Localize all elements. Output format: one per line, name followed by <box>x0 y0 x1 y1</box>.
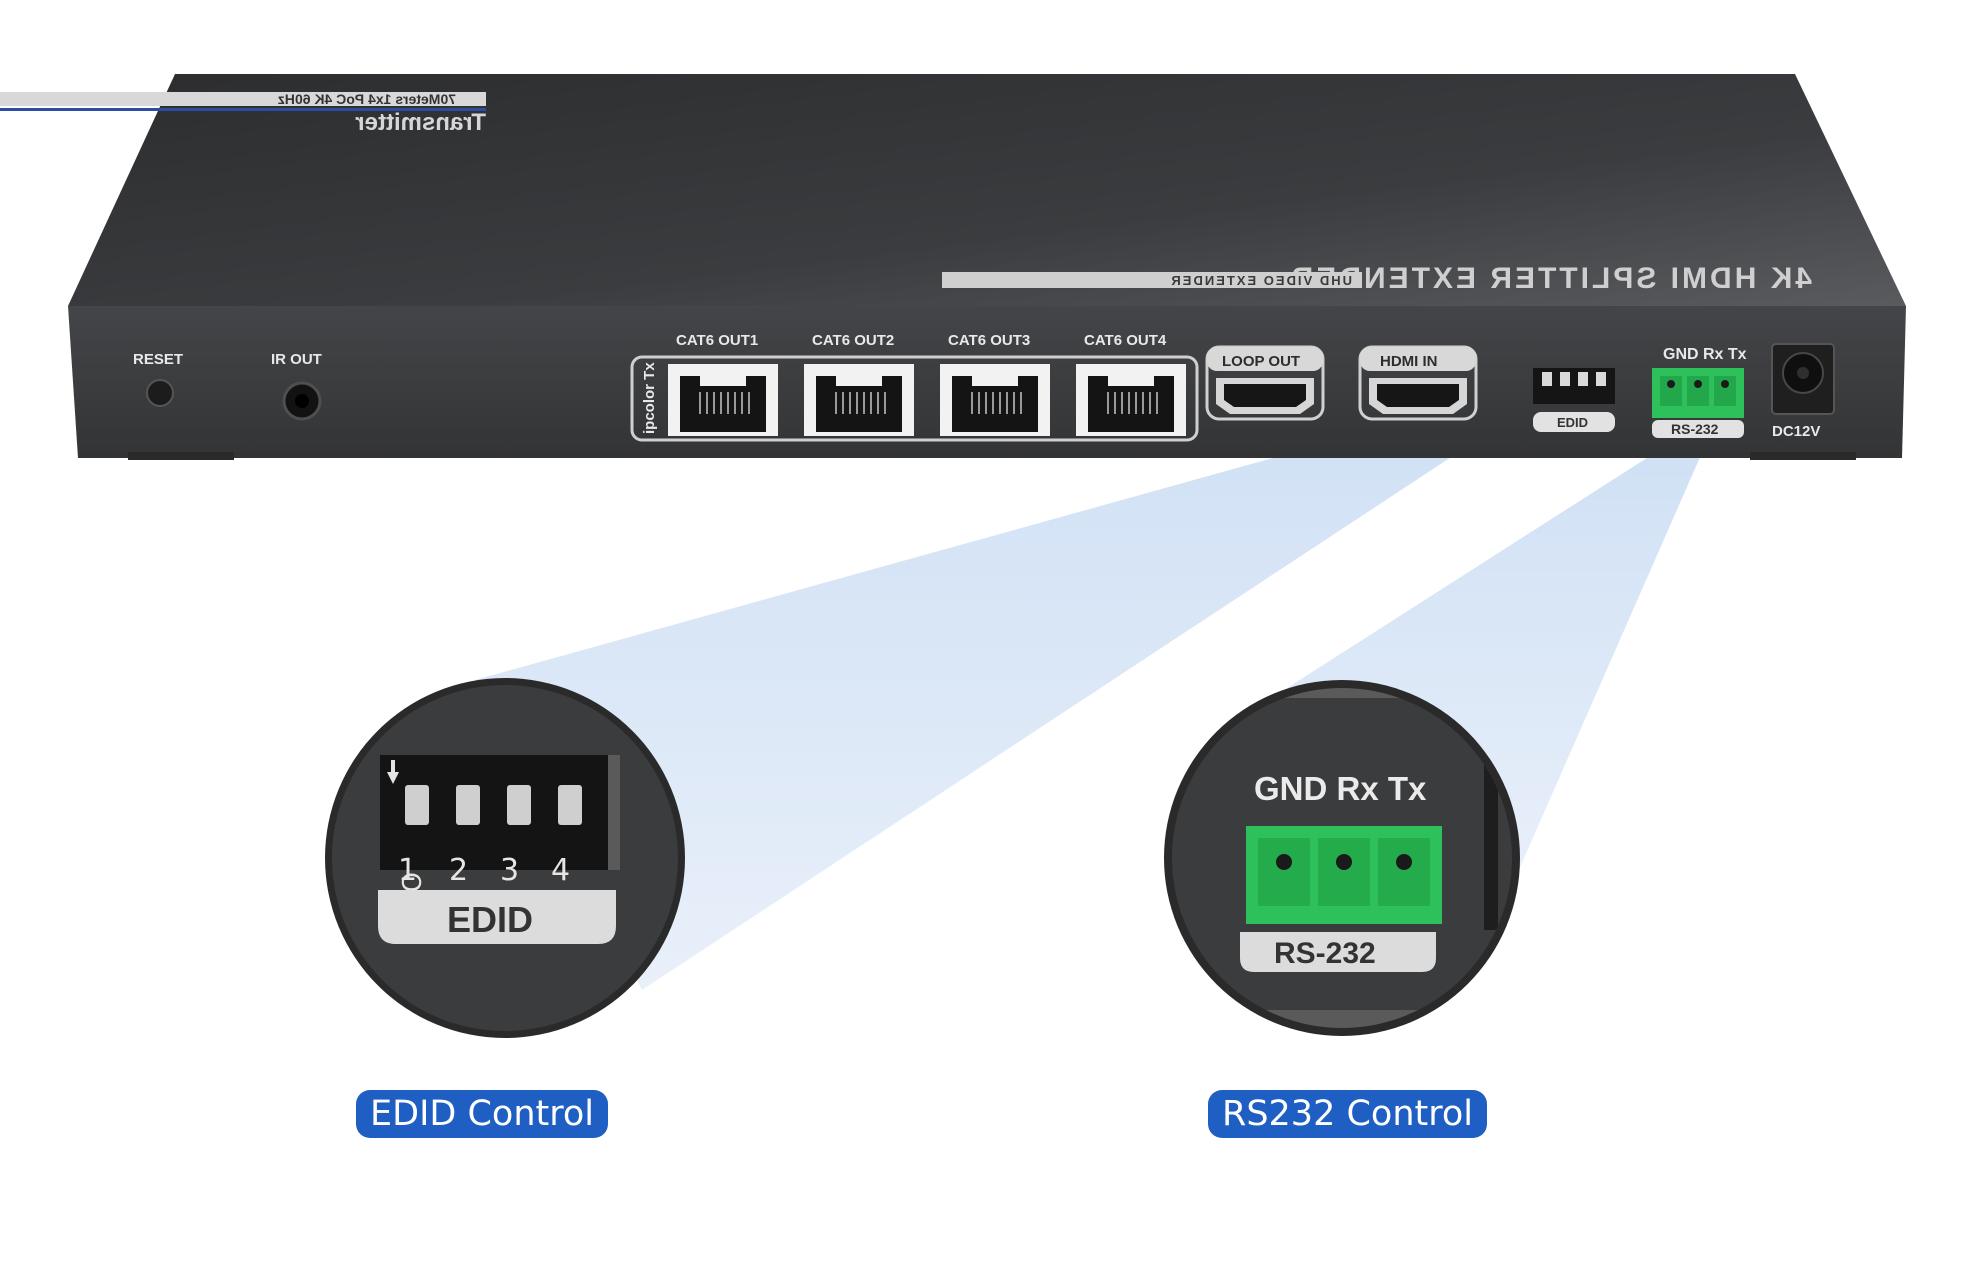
edid-label-small: EDID <box>1557 415 1588 430</box>
front-title-group: 4K HDMI SPLITTER EXTENDER UHD VIDEO EXTE… <box>942 262 1812 295</box>
cat6-out3-label: CAT6 OUT3 <box>948 332 1030 349</box>
edid-control-caption: EDID Control <box>356 1090 608 1138</box>
edid-num-1: 1 <box>398 853 417 888</box>
front-subtitle: UHD VIDEO EXTENDER <box>1169 273 1352 288</box>
edid-switch-1[interactable] <box>405 785 429 825</box>
hdmi-in-label: HDMI IN <box>1380 353 1438 370</box>
gnd-pin-icon <box>1276 854 1292 870</box>
top-label-group: 70Meters 1x4 PoC 4K 60Hz Transmitter <box>0 91 486 136</box>
dc12v-label: DC12V <box>1772 423 1820 440</box>
rs232-zoom-pins-label: GND Rx Tx <box>1254 770 1427 807</box>
rs232-terminal-small[interactable]: GND Rx Tx RS-232 <box>1652 346 1747 438</box>
cat6-out3-port[interactable]: CAT6 OUT3 <box>940 332 1050 436</box>
tx-pin-icon <box>1396 854 1412 870</box>
top-label: Transmitter <box>355 109 486 136</box>
cat6-out1-label: CAT6 OUT1 <box>676 332 758 349</box>
edid-switch-4[interactable] <box>558 785 582 825</box>
ir-out-label: IR OUT <box>271 351 322 368</box>
arrow-down-icon <box>387 772 399 784</box>
cat6-out1-port[interactable]: CAT6 OUT1 <box>668 332 778 436</box>
edid-num-2: 2 <box>449 853 468 888</box>
rs232-control-caption: RS232 Control <box>1208 1090 1487 1138</box>
edid-num-3: 3 <box>500 853 519 888</box>
reset-label: RESET <box>133 351 183 368</box>
rs232-zoom-label: RS-232 <box>1274 937 1376 970</box>
edid-num-4: 4 <box>551 853 570 888</box>
edid-beam <box>475 382 1556 990</box>
edid-switch-2[interactable] <box>456 785 480 825</box>
loop-out-label: LOOP OUT <box>1222 353 1300 370</box>
reset-button[interactable] <box>146 379 174 407</box>
cat6-out4-port[interactable]: CAT6 OUT4 <box>1076 332 1186 436</box>
hdmi-in-port[interactable]: HDMI IN <box>1358 345 1478 421</box>
rs232-pins-label-small: GND Rx Tx <box>1663 346 1747 363</box>
front-title: 4K HDMI SPLITTER EXTENDER <box>1289 262 1812 295</box>
edid-zoom-circle: ON 1 2 3 4 EDID <box>325 678 685 1038</box>
top-tags: 70Meters 1x4 PoC 4K 60Hz <box>278 91 456 107</box>
loop-out-port[interactable]: LOOP OUT <box>1205 345 1325 421</box>
edid-dip-switch-small[interactable]: EDID <box>1533 368 1615 432</box>
brand-vertical: ipcolor Tx <box>641 362 658 434</box>
dc12v-jack[interactable]: DC12V <box>1771 343 1835 440</box>
edid-zoom-label: EDID <box>447 899 533 940</box>
cat6-out4-label: CAT6 OUT4 <box>1084 332 1167 349</box>
rs232-label-small: RS-232 <box>1671 421 1719 437</box>
rx-pin-icon <box>1336 854 1352 870</box>
top-tag-strip <box>0 92 486 106</box>
edid-switch-3[interactable] <box>507 785 531 825</box>
cat6-out2-label: CAT6 OUT2 <box>812 332 894 349</box>
cat6-out2-port[interactable]: CAT6 OUT2 <box>804 332 914 436</box>
cat6-group-frame <box>630 355 1199 442</box>
